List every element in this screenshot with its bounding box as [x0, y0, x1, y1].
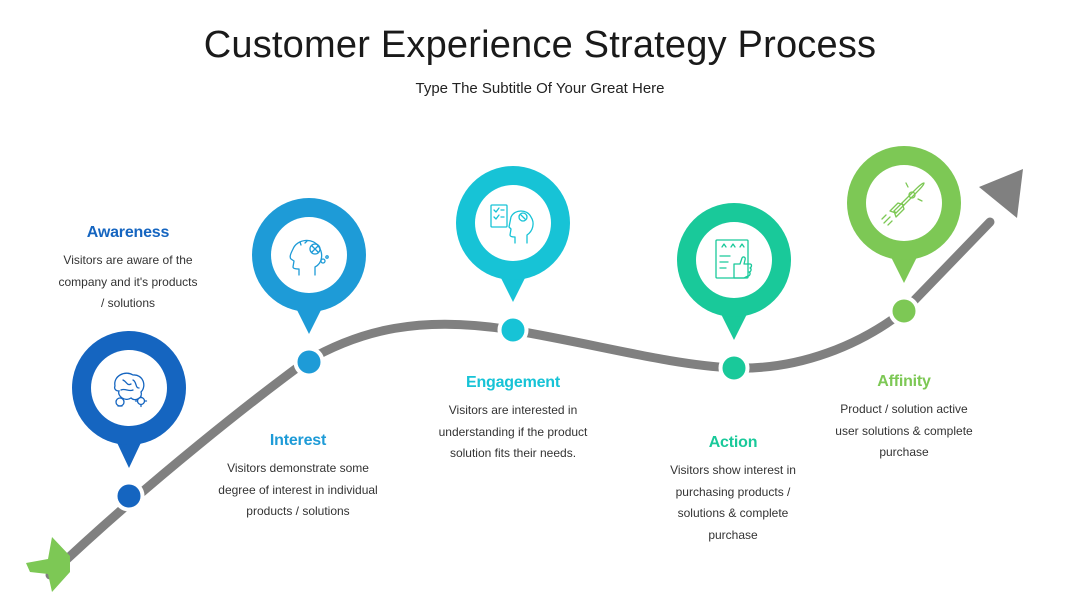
step-node: [718, 352, 750, 384]
end-arrow-icon: [979, 169, 1023, 218]
page-subtitle: Type The Subtitle Of Your Great Here: [415, 80, 665, 97]
brain-gears-icon: [113, 372, 148, 408]
step-description: Visitors are interested in understanding…: [438, 403, 588, 460]
step-pin-inner: [696, 222, 772, 298]
step-node: [888, 295, 920, 327]
step-pin-inner: [91, 350, 167, 426]
step-text-interest: Interest Visitors demonstrate some degre…: [208, 432, 388, 523]
step-description: Product / solution active user solutions…: [835, 402, 973, 459]
step-heading: Awareness: [86, 224, 170, 241]
step-affinity: [847, 146, 961, 327]
step-node: [497, 314, 529, 346]
step-description: Visitors are aware of the company and it…: [58, 253, 198, 310]
step-pin-inner: [866, 165, 942, 241]
step-description: Visitors demonstrate some degree of inte…: [218, 461, 378, 518]
page-title: Customer Experience Strategy Process: [203, 24, 877, 66]
step-heading: Engagement: [465, 374, 561, 391]
step-heading: Action: [708, 434, 758, 451]
rocket-icon: [881, 182, 925, 226]
step-text-action: Action Visitors show interest in purchas…: [643, 434, 823, 546]
step-description: Visitors show interest in purchasing pro…: [670, 463, 796, 542]
start-arrow-icon: [26, 537, 70, 592]
rating-board-icon: [715, 239, 753, 279]
step-text-affinity: Affinity Product / solution active user …: [814, 373, 994, 464]
head-thinking-icon: [289, 239, 329, 276]
step-engagement: [456, 166, 570, 346]
step-pin-inner: [271, 217, 347, 293]
head-checklist-icon: [490, 204, 534, 244]
step-heading: Interest: [269, 432, 327, 449]
step-node: [113, 480, 145, 512]
step-pin-inner: [475, 185, 551, 261]
step-text-awareness: Awareness Visitors are aware of the comp…: [38, 224, 218, 315]
step-node: [293, 346, 325, 378]
step-interest: [252, 198, 366, 378]
step-action: [677, 203, 791, 384]
step-heading: Affinity: [877, 373, 931, 390]
step-text-engagement: Engagement Visitors are interested in un…: [423, 374, 603, 465]
step-awareness: [72, 331, 186, 512]
